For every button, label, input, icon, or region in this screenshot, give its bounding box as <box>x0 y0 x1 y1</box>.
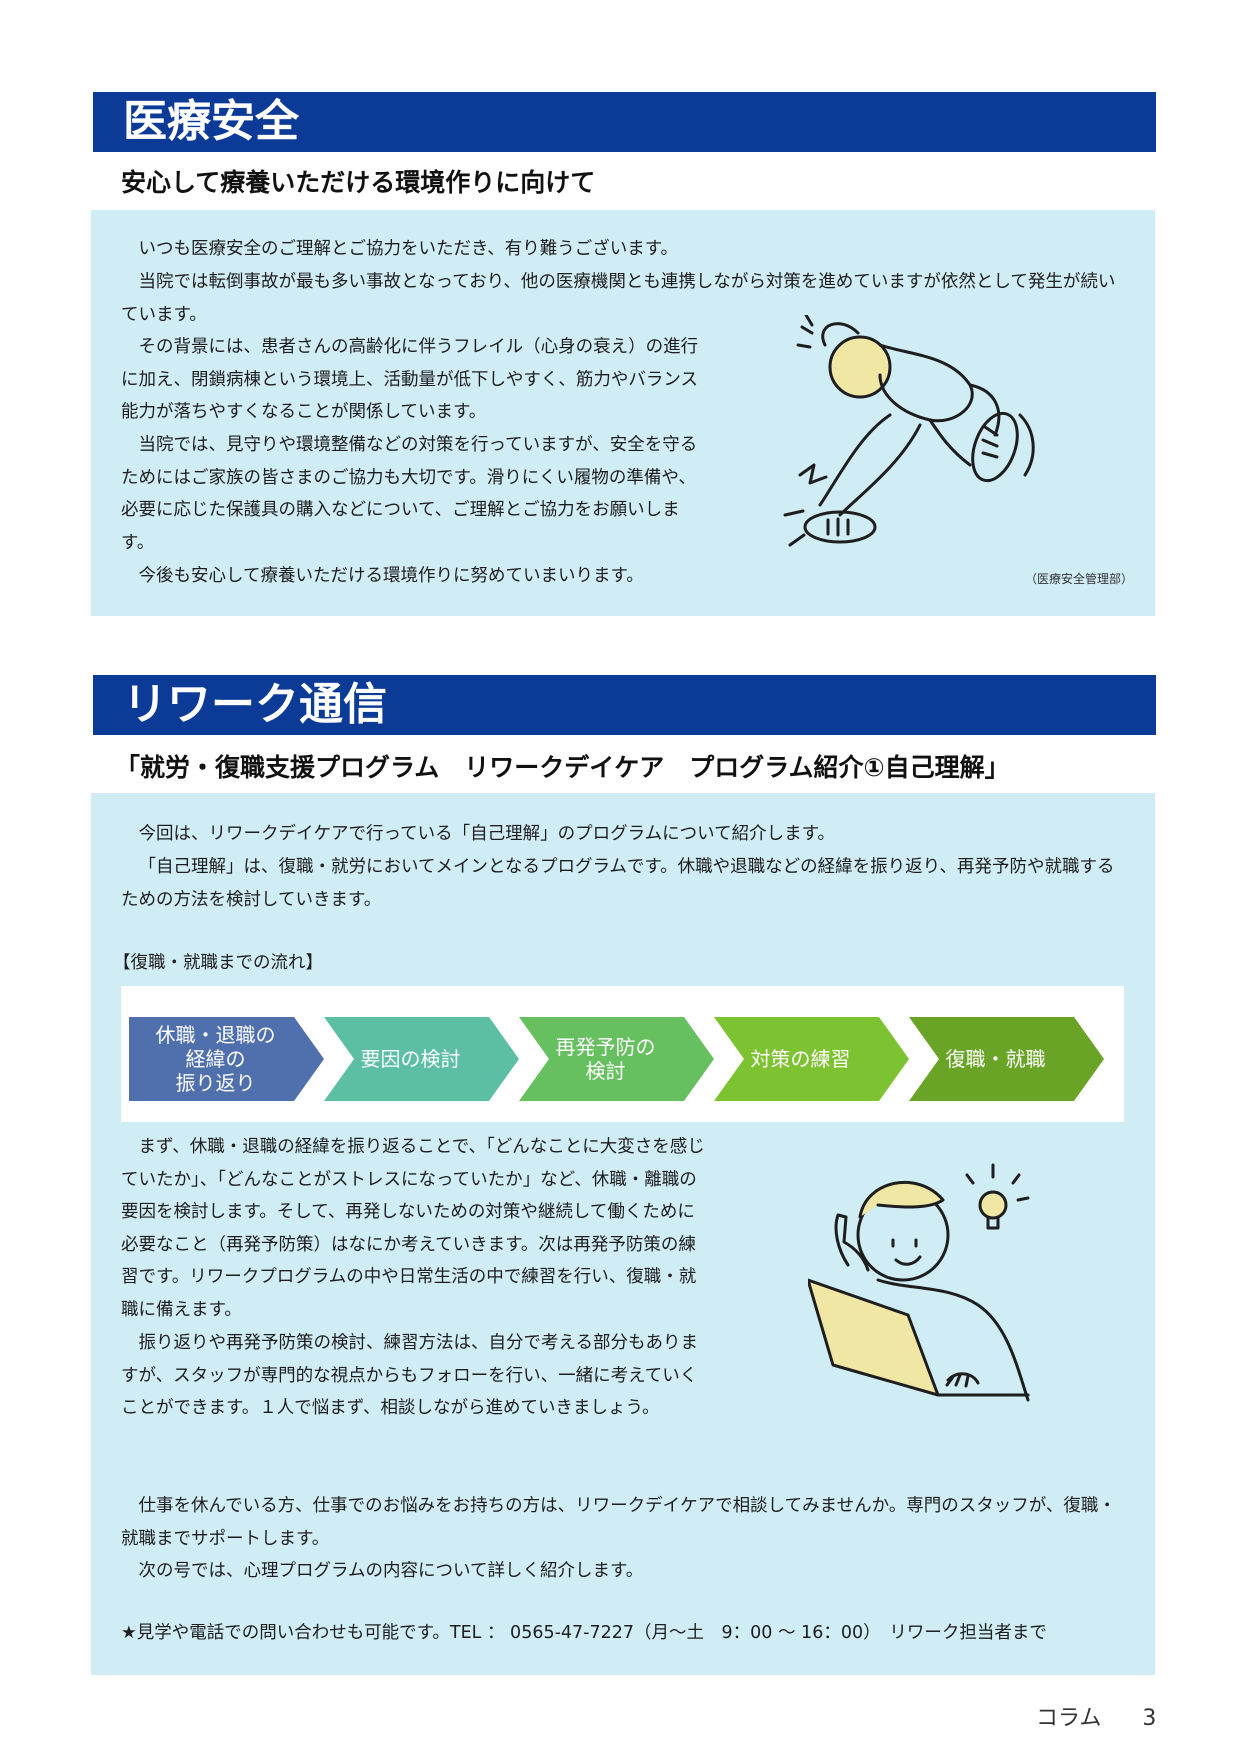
flow-step-5-arrow <box>909 1017 1104 1101</box>
page-footer: コラム 3 <box>1036 1700 1156 1732</box>
footer-section-label: コラム <box>1036 1706 1102 1731</box>
safety-credit: （医療安全管理部） <box>1025 572 1134 586</box>
flow-step-2-arrow <box>324 1017 519 1101</box>
safety-paragraph-2: 当院では転倒事故が最も多い事故となっており、他の医療機関とも連携しながら対策を進… <box>121 272 1116 325</box>
safety-paragraph-4: 当院では、見守りや環境整備などの対策を行っていますが、安全を守るためにはご家族の… <box>121 435 698 553</box>
flow-step-4-label: 対策の練習 <box>750 1047 851 1071</box>
flow-heading: 【復職・就職までの流れ】 <box>113 953 323 973</box>
flow-step-1-label: 休職・退職の 経緯の 振り返り <box>155 1023 276 1095</box>
flow-step-1-arrow <box>129 1017 324 1101</box>
flow-step-2-label: 要因の検討 <box>360 1047 461 1071</box>
flow-step-5-label: 復職・就職 <box>945 1047 1046 1071</box>
rework-closing-2: 次の号では、心理プログラムの内容について詳しく紹介します。 <box>138 1561 644 1581</box>
section-subtitle-rework: 「就労・復職支援プログラム リワークデイケア プログラム紹介①自己理解」 <box>115 753 1010 782</box>
safety-paragraph-5: 今後も安心して療養いただける環境作りに努めていまいります。 <box>138 566 644 586</box>
flow-step-3-arrow <box>519 1017 714 1101</box>
safety-paragraph-1: いつも医療安全のご理解とご協力をいただき、有り難うございます。 <box>138 239 679 259</box>
rework-panel <box>91 793 1155 1675</box>
rework-intro-1: 今回は、リワークデイケアで行っている「自己理解」のプログラムについて紹介します。 <box>138 824 835 844</box>
rework-body-1: まず、休職・退職の経緯を振り返ることで、「どんなことに大変さを感じていたか」、「… <box>121 1137 705 1320</box>
contact-note: ★見学や電話での問い合わせも可能です。TEL ： 0565-47-7227（月～… <box>121 1623 1047 1643</box>
rework-body-2: 振り返りや再発予防策の検討、練習方法は、自分で考える部分もありますが、スタッフが… <box>121 1333 698 1418</box>
flow-step-3-label: 再発予防の 検討 <box>555 1035 656 1083</box>
section-title-medical-safety: 医療安全 <box>93 92 1156 152</box>
rework-closing-1: 仕事を休んでいる方、仕事でのお悩みをお持ちの方は、リワークデイケアで相談してみま… <box>121 1496 1116 1549</box>
person-falling-illustration <box>783 315 1035 547</box>
person-with-laptop-idea-illustration <box>808 1163 1030 1402</box>
page-number: 3 <box>1142 1706 1157 1731</box>
safety-paragraph-3: その背景には、患者さんの高齢化に伴うフレイル（心身の衰え）の進行に加え、閉鎖病棟… <box>121 337 699 422</box>
flow-diagram: 休職・退職の 経緯の 振り返り 要因の検討 再発予防の 検討 対策の練習 復職・… <box>121 986 1124 1122</box>
flow-step-4-arrow <box>714 1017 909 1101</box>
section-subtitle-medical-safety: 安心して療養いただける環境作りに向けて <box>121 168 596 197</box>
medical-safety-panel <box>91 210 1155 616</box>
rework-intro-2: 「自己理解」は、復職・就労においてメインとなるプログラムです。休職や退職などの経… <box>121 857 1115 910</box>
section-title-rework: リワーク通信 <box>93 675 1156 735</box>
